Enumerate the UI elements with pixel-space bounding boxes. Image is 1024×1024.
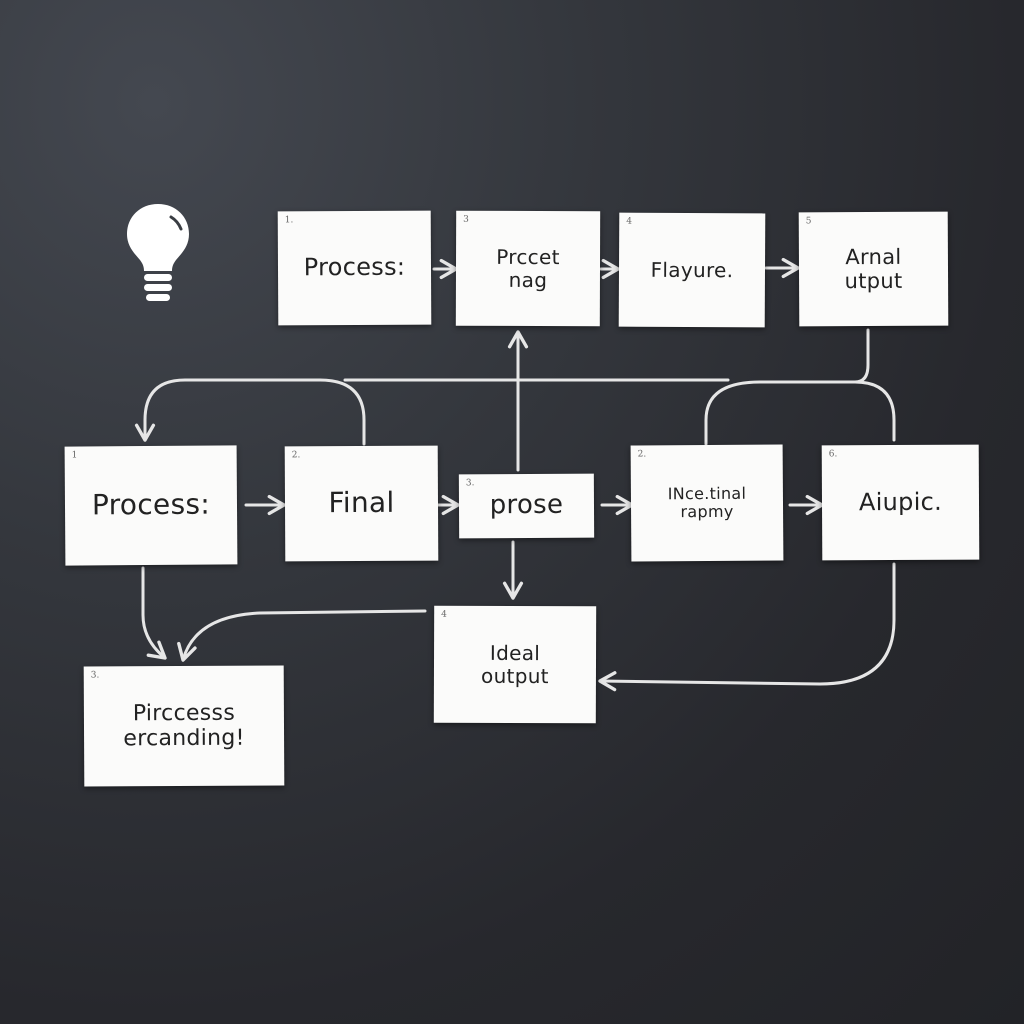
card-number: 3 [463,214,469,225]
arch-mid4-mid5 [704,380,896,446]
card-bot-2[interactable]: 4 Ideal output [433,605,597,724]
card-mid-1[interactable]: 1 Process: [64,445,238,566]
card-mid-4[interactable]: 2. INce.tinal rapmy [630,444,784,562]
card-number: 4 [626,216,633,227]
card-mid-2[interactable]: 2. Final [284,445,439,562]
card-number: 2. [637,449,647,460]
card-top-2[interactable]: 3 Prccet nag [455,210,601,327]
card-label: Process: [303,252,406,282]
card-label: INce.tinal rapmy [667,483,747,522]
card-top-3[interactable]: 4 Flayure. [618,212,766,328]
card-label: Pirccesss ercanding! [123,700,245,752]
card-number: 2. [291,450,301,461]
card-number: 3. [465,478,475,489]
card-label: Process: [91,487,211,522]
connector-top4-down [853,328,870,384]
card-mid-5[interactable]: 6. Aiupic. [821,444,980,561]
card-number: 1 [71,450,78,461]
lightbulb-icon [127,204,189,301]
arrow-mid5-to-ideal [598,562,896,692]
card-label: Aiupic. [858,487,943,516]
card-number: 5 [805,216,812,227]
card-number: 4 [441,609,447,620]
arrow-ideal-to-bottom [177,609,427,662]
card-bot-1[interactable]: 3. Pirccesss ercanding! [83,665,285,787]
card-number: 1. [284,215,294,226]
card-top-4[interactable]: 5 Arnal utput [798,211,949,327]
card-label: Ideal output [481,640,549,688]
card-label: prose [489,489,564,521]
card-label: Arnal utput [844,244,903,294]
card-top-1[interactable]: 1. Process: [277,210,432,326]
card-number: 3. [90,670,100,681]
card-label: Final [328,486,395,520]
card-number: 6. [828,449,838,460]
card-label: Prccet nag [496,244,560,292]
card-mid-3[interactable]: 3. prose [458,473,595,539]
arrow-process-to-bottom [141,566,167,660]
card-label: Flayure. [650,257,734,282]
loop-final-to-process [134,378,366,446]
